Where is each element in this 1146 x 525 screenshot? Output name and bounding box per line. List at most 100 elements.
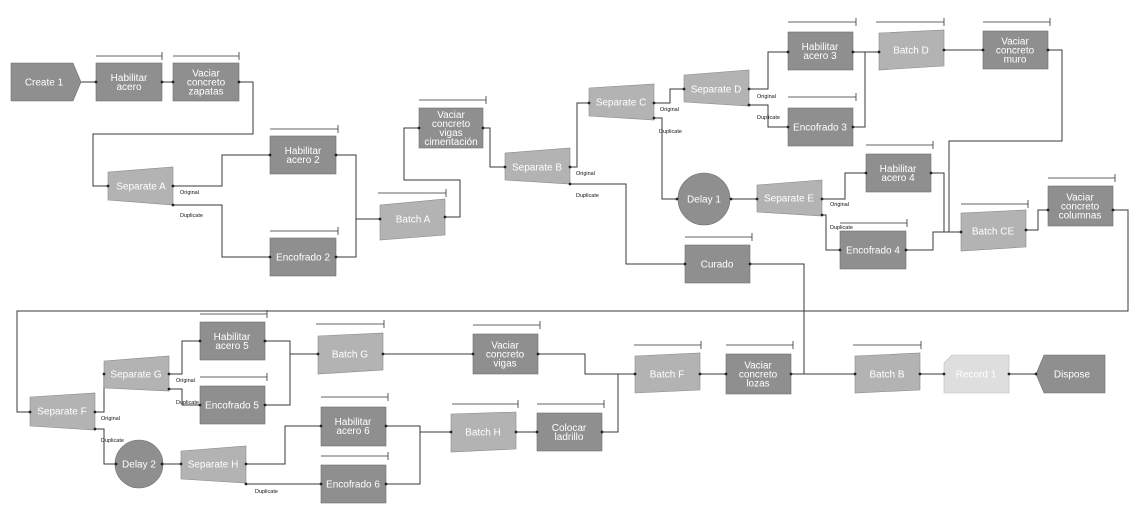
separate-h-module[interactable]: Separate H (180, 445, 247, 484)
batch-g-module[interactable]: Batch G (317, 332, 384, 375)
queue-bar (200, 310, 268, 318)
encofrado-5-module[interactable]: Encofrado 5 (199, 385, 266, 425)
batch-d-module[interactable]: Batch D (878, 29, 945, 71)
encofrado-2-module[interactable]: Encofrado 2 (269, 237, 337, 277)
connector (822, 214, 840, 251)
queue-bar (634, 341, 702, 349)
node-label: Curado (701, 260, 734, 271)
connector (602, 374, 619, 433)
node-label: Batch A (396, 215, 431, 226)
dispose-module[interactable]: Dispose (1035, 354, 1106, 394)
separate-b-module[interactable]: Separate B (504, 147, 571, 185)
node-label: Encofrado 5 (205, 401, 259, 412)
port-label-duplicate: Duplicate (659, 129, 682, 135)
separate-c-module[interactable]: Separate C (588, 83, 655, 121)
node-label: Batch B (869, 370, 904, 381)
node-label: Separate H (188, 460, 239, 471)
separate-a-module[interactable]: Separate A (107, 166, 174, 206)
batch-f-module[interactable]: Batch F (634, 352, 701, 394)
connector (386, 425, 451, 433)
connector (654, 88, 684, 104)
queue-bar (321, 393, 389, 401)
queue-bar (173, 52, 240, 60)
port-label-duplicate: Duplicate (101, 438, 124, 444)
separate-d-module[interactable]: Separate D (683, 69, 750, 107)
connector (336, 219, 357, 258)
node-label: Record 1 (956, 370, 997, 381)
queue-bar (853, 341, 922, 349)
port-label-duplicate: Duplicate (830, 225, 853, 231)
connector (95, 428, 116, 465)
connector (173, 204, 270, 258)
encofrado-4-module[interactable]: Encofrado 4 (839, 230, 907, 270)
create-1-module[interactable]: Create 1 (10, 62, 82, 102)
connector (169, 340, 200, 375)
batch-a-module[interactable]: Batch A (379, 198, 446, 241)
queue-bar (983, 18, 1051, 26)
queue-bar (96, 52, 163, 60)
node-label: Encofrado 6 (326, 480, 380, 491)
node-label: Batch F (650, 370, 684, 381)
queue-bar (840, 219, 908, 227)
port-label-original: Original (176, 378, 195, 384)
connector (853, 52, 866, 128)
separate-g-module[interactable]: Separate G (103, 355, 170, 392)
encofrado-3-module[interactable]: Encofrado 3 (787, 107, 854, 147)
node-label: Separate A (116, 182, 166, 193)
port-label-duplicate: Duplicate (576, 193, 599, 199)
delay-2-module[interactable]: Delay 2 (114, 439, 164, 489)
connector (265, 340, 318, 355)
connector (92, 81, 254, 187)
queue-bar (378, 189, 447, 197)
batch-h-module[interactable]: Batch H (450, 411, 517, 453)
batch-b-module[interactable]: Batch B (854, 352, 921, 394)
batch-ce-module[interactable]: Batch CE (960, 209, 1027, 252)
connector (386, 432, 421, 485)
node-label: Delay 1 (687, 195, 721, 206)
queue-bar (866, 141, 934, 149)
port-label-original: Original (576, 171, 595, 177)
node-label: Separate D (691, 85, 742, 96)
queue-bar (452, 400, 519, 408)
queue-bar (685, 233, 753, 241)
delay-1-module[interactable]: Delay 1 (677, 172, 731, 226)
port-label-original: Original (101, 416, 120, 422)
curado-module[interactable]: Curado (684, 244, 751, 284)
queue-bar (200, 373, 268, 381)
separate-f-module[interactable]: Separate F (29, 392, 96, 431)
queue-bar (788, 93, 857, 101)
connector (95, 374, 105, 413)
queue-bar (1048, 174, 1116, 182)
connector (173, 154, 270, 187)
node-label: Separate B (512, 163, 562, 174)
connector (749, 51, 788, 90)
connector (570, 183, 685, 265)
connector (16, 209, 1129, 413)
node-label: Separate F (37, 407, 86, 418)
record-1-module[interactable]: Record 1 (943, 354, 1010, 394)
connector (654, 117, 677, 200)
encofrado-6-module[interactable]: Encofrado 6 (320, 464, 387, 504)
separate-e-module[interactable]: Separate E (756, 179, 823, 217)
queue-bar (726, 341, 794, 349)
